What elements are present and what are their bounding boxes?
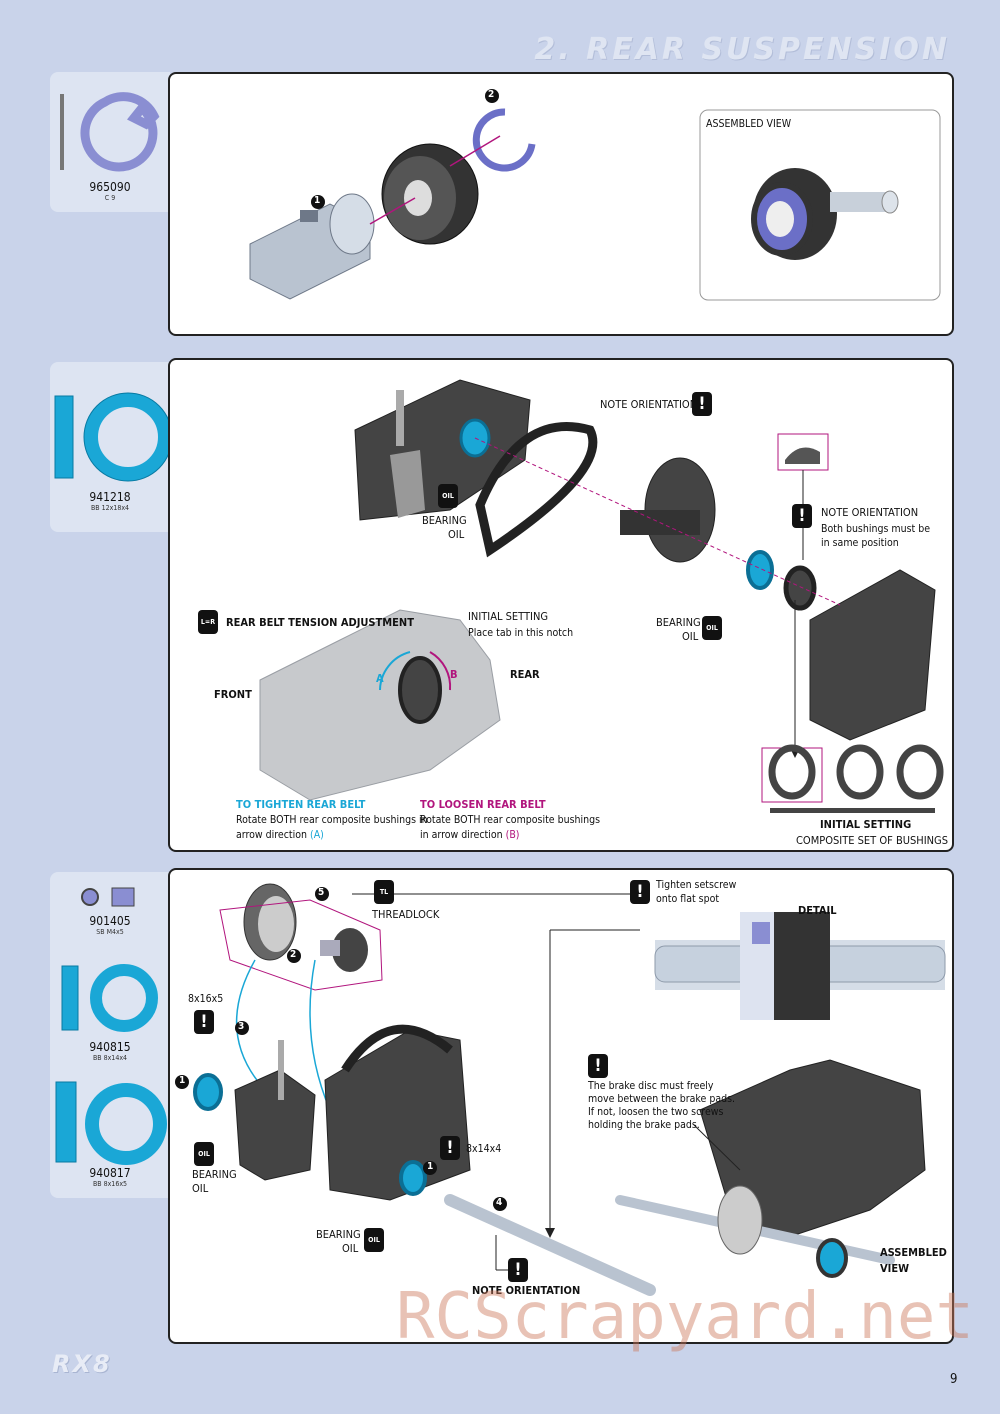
step3-illustration: [175, 883, 946, 1296]
warning-icon: !: [588, 1054, 608, 1078]
composite-set-caption: COMPOSITE SET OF BUSHINGS: [796, 834, 949, 847]
size-8x16x5: 8x16x5: [188, 993, 224, 1005]
callout-1-label: 1: [427, 1161, 434, 1172]
part-number: 901405: [89, 914, 131, 928]
oil-label: OIL: [342, 1242, 359, 1255]
warning-icon: !: [508, 1258, 528, 1282]
warning-icon: !: [692, 392, 712, 416]
warning-icon: !: [440, 1136, 460, 1160]
page-title: 2. REAR SUSPENSION: [534, 32, 950, 67]
arrow-b-label: B: [450, 668, 458, 681]
step3-panel: 5 2 3 1 1 4 TL THREADLOCK ! Tighten sets…: [168, 868, 954, 1344]
part-desc: BB 8x16x5: [92, 1180, 128, 1188]
oil-icon: OIL: [702, 616, 722, 640]
rx8-logo: RX8: [52, 1350, 112, 1378]
view-label: VIEW: [880, 1262, 910, 1275]
oil-label: OIL: [682, 630, 699, 643]
part-desc: BB 12x18x4: [90, 504, 130, 512]
size-8x14x4: 8x14x4: [466, 1143, 502, 1155]
callout-2: [485, 89, 499, 103]
part-desc: BB 8x14x4: [92, 1054, 128, 1062]
callout-5-label: 5: [318, 887, 325, 898]
note-orientation-top: NOTE ORIENTATION: [600, 398, 698, 411]
warning-icon: !: [194, 1010, 214, 1034]
part-number: 940815: [89, 1040, 131, 1054]
callout-3-label: 3: [238, 1021, 245, 1032]
bearing-icon: [54, 392, 173, 482]
callout-5: [315, 887, 329, 901]
parts-tab-1: 965090 C 9: [50, 72, 170, 212]
bearing-label: BEARING: [192, 1168, 237, 1181]
callout-1-label: 1: [179, 1075, 186, 1086]
page-number: 9: [950, 1372, 958, 1387]
tighten-text-2: arrow direction (A): [236, 829, 324, 841]
oil-icon: OIL: [364, 1228, 384, 1252]
callout-1: [311, 195, 325, 209]
bearing-label: BEARING: [656, 616, 701, 629]
part-desc: C 9: [104, 194, 116, 202]
brake-note-3: If not, loosen the two screws: [588, 1106, 724, 1118]
oil-label: OIL: [448, 528, 465, 541]
part-number: 940817: [89, 1166, 131, 1180]
threadlock-label: THREADLOCK: [372, 908, 440, 921]
callout-1: [175, 1075, 189, 1089]
brake-note-4: holding the brake pads.: [588, 1119, 700, 1131]
note-orientation-label: NOTE ORIENTATION: [472, 1284, 581, 1297]
initial-setting-caption: INITIAL SETTING: [820, 818, 912, 831]
e-clip-icon: [60, 92, 160, 172]
part-number: 941218: [89, 490, 131, 504]
bearing-icon: [61, 964, 158, 1032]
callout-2: [287, 949, 301, 963]
callout-4: [493, 1197, 507, 1211]
step1-panel: 1 2 ASSEMBLED VIEW: [168, 72, 954, 336]
warning-icon: !: [630, 880, 650, 904]
setscrew-note-1: Tighten setscrew: [656, 879, 737, 891]
step1-illustration: [249, 89, 941, 301]
tighten-title: TO TIGHTEN REAR BELT: [236, 798, 366, 811]
note-right-text-1: Both bushings must be: [821, 523, 931, 535]
callout-4-label: 4: [496, 1197, 503, 1208]
brake-note-2: move between the brake pads.: [588, 1093, 736, 1105]
callout-3: [235, 1021, 249, 1035]
detail-label: DETAIL: [798, 904, 837, 917]
loosen-title: TO LOOSEN REAR BELT: [420, 798, 546, 811]
loosen-text-1: Rotate BOTH rear composite bushings: [420, 814, 601, 826]
setscrew-icon: [81, 887, 135, 907]
threadlock-icon: TL: [374, 880, 394, 904]
step2-panel: NOTE ORIENTATION ! ! NOTE ORIENTATION Bo…: [168, 358, 954, 852]
setscrew-note-2: onto flat spot: [656, 893, 720, 905]
initial-setting-text: Place tab in this notch: [468, 627, 574, 639]
arrow-a-label: A: [376, 672, 384, 685]
oil-label: OIL: [192, 1182, 209, 1195]
rear-label: REAR: [510, 668, 540, 681]
initial-setting-title: INITIAL SETTING: [468, 610, 549, 623]
tighten-text-1: Rotate BOTH rear composite bushings in: [236, 814, 428, 826]
warning-icon: !: [792, 504, 812, 528]
callout-2-label: 2: [488, 89, 495, 100]
lr-icon: L=R: [198, 610, 218, 634]
bearing-label: BEARING: [422, 514, 467, 527]
part-desc: SB M4x5: [96, 928, 124, 936]
bearing-label: BEARING: [316, 1228, 361, 1241]
front-label: FRONT: [214, 688, 252, 701]
brake-note-1: The brake disc must freely: [588, 1080, 714, 1092]
step2-illustration: [259, 379, 944, 813]
assembled-label: ASSEMBLED: [880, 1246, 947, 1259]
oil-icon: OIL: [438, 484, 458, 508]
note-right-text-2: in same position: [821, 537, 899, 549]
parts-tab-2: 941218 BB 12x18x4: [50, 362, 173, 532]
oil-icon: OIL: [194, 1142, 214, 1166]
callout-2-label: 2: [290, 949, 297, 960]
part-number: 965090: [89, 180, 131, 194]
parts-tab-3: 901405 SB M4x5 940815 BB 8x14x4 940817 B…: [50, 872, 170, 1198]
watermark: RCScrapyard.net: [396, 1280, 974, 1354]
belt-tension-label: REAR BELT TENSION ADJUSTMENT: [226, 616, 414, 629]
callout-1-label: 1: [314, 195, 321, 206]
bearing-icon: [55, 1081, 167, 1165]
loosen-text-2: in arrow direction (B): [420, 829, 520, 841]
callout-1: [423, 1161, 437, 1175]
note-orientation-right: NOTE ORIENTATION: [821, 506, 919, 519]
assembled-view-label: ASSEMBLED VIEW: [706, 118, 792, 130]
